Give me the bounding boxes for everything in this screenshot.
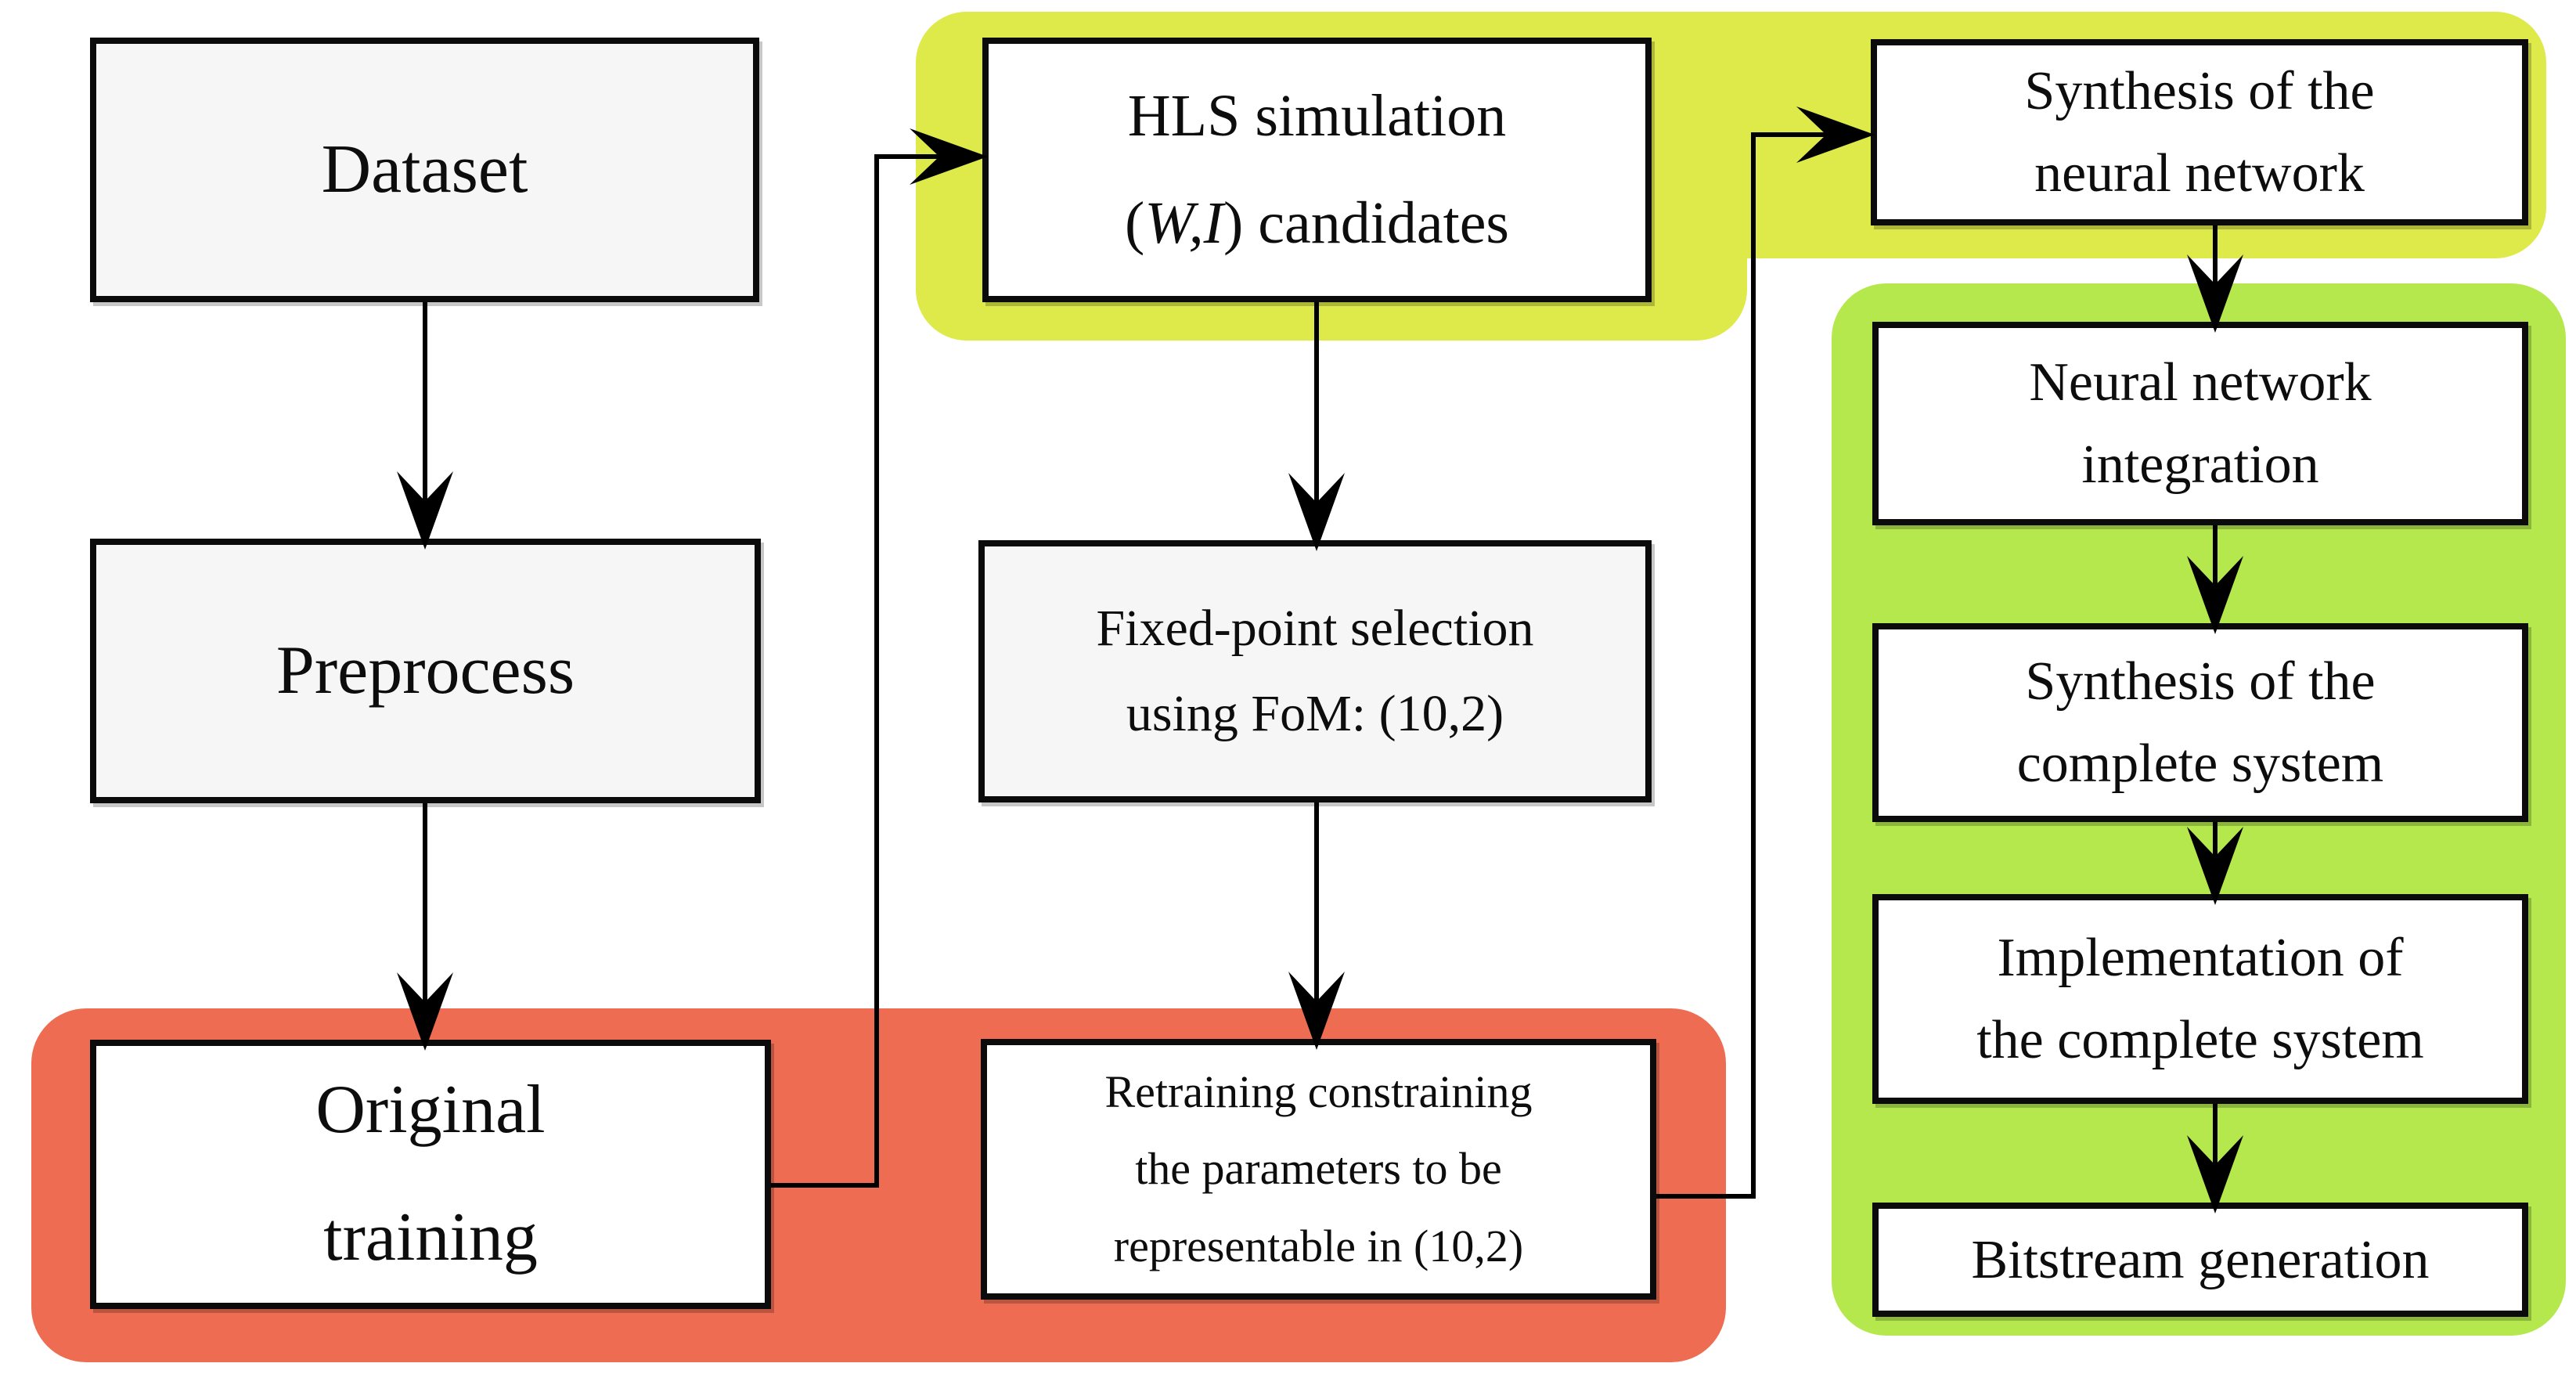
box-fixed-point-line1: Fixed-point selection bbox=[1096, 599, 1534, 657]
box-bitstream: Bitstream generation bbox=[1872, 1203, 2528, 1317]
box-fixed-point: Fixed-point selection using FoM: (10,2) bbox=[978, 540, 1652, 802]
box-synthesis-nn-line2: neural network bbox=[2034, 143, 2365, 204]
box-nn-integration-line1: Neural network bbox=[2029, 352, 2372, 413]
box-retraining-line2: the parameters to be bbox=[1135, 1143, 1502, 1195]
box-dataset-label: Dataset bbox=[321, 131, 528, 207]
box-synthesis-nn: Synthesis of the neural network bbox=[1871, 39, 2528, 225]
box-nn-integration: Neural network integration bbox=[1872, 322, 2528, 525]
box-dataset: Dataset bbox=[90, 38, 759, 302]
box-hls-line2: (W,I) candidates bbox=[1125, 190, 1509, 256]
box-hls-simulation: HLS simulation (W,I) candidates bbox=[982, 38, 1652, 302]
box-original-training-line1: Original bbox=[315, 1072, 546, 1149]
box-bitstream-label: Bitstream generation bbox=[1971, 1229, 2430, 1290]
box-implementation-line1: Implementation of bbox=[1997, 928, 2404, 988]
box-retraining: Retraining constraining the parameters t… bbox=[981, 1039, 1656, 1300]
box-synthesis-system-line1: Synthesis of the bbox=[2025, 651, 2376, 712]
box-synthesis-system: Synthesis of the complete system bbox=[1872, 623, 2528, 822]
edge-retraining-synthnn bbox=[1656, 132, 1832, 1199]
box-original-training-line2: training bbox=[323, 1199, 538, 1275]
box-implementation: Implementation of the complete system bbox=[1872, 894, 2528, 1104]
box-retraining-line3: representable in (10,2) bbox=[1113, 1220, 1524, 1271]
box-preprocess: Preprocess bbox=[90, 539, 761, 803]
box-synthesis-nn-line1: Synthesis of the bbox=[2024, 61, 2375, 121]
wi-italic: W,I bbox=[1144, 190, 1223, 256]
box-original-training: Original training bbox=[90, 1040, 771, 1309]
box-implementation-line2: the complete system bbox=[1976, 1010, 2424, 1070]
box-fixed-point-line2: using FoM: (10,2) bbox=[1126, 684, 1504, 742]
box-retraining-line1: Retraining constraining bbox=[1104, 1066, 1533, 1117]
box-preprocess-label: Preprocess bbox=[276, 632, 575, 709]
box-synthesis-system-line2: complete system bbox=[2016, 734, 2384, 794]
box-hls-line1: HLS simulation bbox=[1127, 83, 1507, 150]
box-nn-integration-line2: integration bbox=[2081, 435, 2319, 495]
